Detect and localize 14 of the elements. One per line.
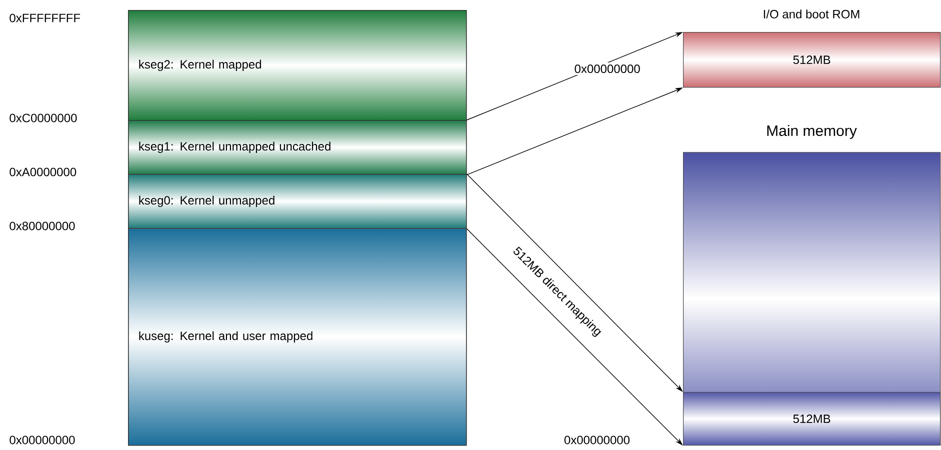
memory-segment-box: kseg1: Kernel unmapped uncached xyxy=(128,120,467,175)
memory-region-box: 512MB xyxy=(683,392,941,446)
edge-label: 0x00000000 xyxy=(572,62,642,76)
memory-region-box: 512MB xyxy=(683,32,941,88)
address-label: 0xFFFFFFFF xyxy=(10,14,80,22)
address-label: 0xC0000000 xyxy=(10,114,77,122)
address-label: 0xA0000000 xyxy=(10,168,76,176)
address-label: 0x00000000 xyxy=(10,436,75,444)
address-label: 0x00000000 xyxy=(564,436,630,444)
address-label: 0x80000000 xyxy=(10,222,75,230)
arrow xyxy=(466,174,683,392)
region-heading: I/O and boot ROM xyxy=(764,10,860,18)
region-heading: Main memory xyxy=(767,125,857,139)
memory-segment-box: kseg0: Kernel unmapped xyxy=(128,174,467,229)
